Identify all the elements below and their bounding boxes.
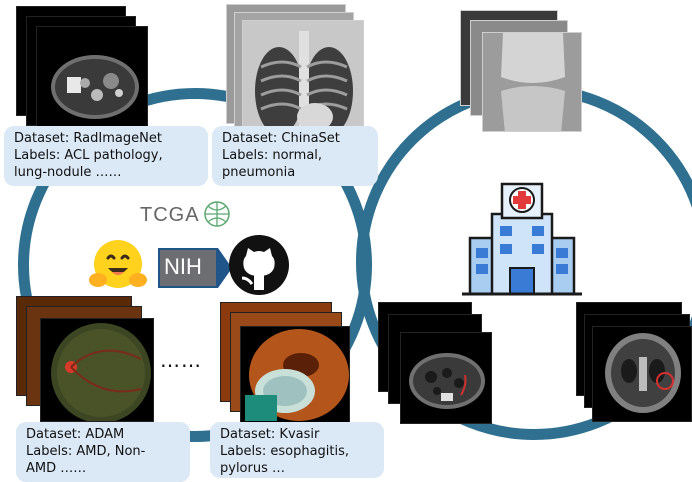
github-icon bbox=[229, 235, 289, 295]
dna-globe-icon bbox=[204, 201, 230, 227]
caption-kvasir: Dataset: Kvasir Labels: esophagitis, pyl… bbox=[210, 422, 384, 478]
dataset-name: Dataset: ChinaSet bbox=[222, 131, 340, 146]
dataset-labels-cont: pylorus … bbox=[220, 461, 285, 476]
dataset-labels: Labels: normal, bbox=[222, 148, 323, 163]
dataset-labels: Labels: AMD, Non- bbox=[26, 444, 146, 459]
nih-logo bbox=[158, 248, 232, 288]
dataset-labels-cont: lung-nodule …… bbox=[14, 165, 122, 180]
dataset-labels-cont: AMD …… bbox=[26, 461, 87, 476]
dataset-labels: Labels: ACL pathology, bbox=[14, 148, 163, 163]
dataset-labels: Labels: esophagitis, bbox=[220, 444, 350, 459]
dataset-name: Dataset: ADAM bbox=[26, 427, 125, 442]
huggingface-emoji-icon bbox=[89, 240, 147, 288]
dataset-name: Dataset: RadImageNet bbox=[14, 131, 162, 146]
tcga-logo: TCGA bbox=[140, 198, 240, 232]
more-datasets-ellipsis: …… bbox=[160, 348, 202, 372]
nih-text: NIH bbox=[164, 254, 202, 279]
caption-chinaset: Dataset: ChinaSet Labels: normal, pneumo… bbox=[212, 126, 378, 186]
caption-radimagenet: Dataset: RadImageNet Labels: ACL patholo… bbox=[4, 126, 208, 186]
dataset-labels-cont: pneumonia bbox=[222, 165, 296, 180]
tcga-text: TCGA bbox=[140, 204, 200, 226]
dataset-name: Dataset: Kvasir bbox=[220, 427, 320, 442]
hospital-icon bbox=[462, 182, 582, 296]
caption-adam: Dataset: ADAM Labels: AMD, Non- AMD …… bbox=[16, 422, 190, 482]
